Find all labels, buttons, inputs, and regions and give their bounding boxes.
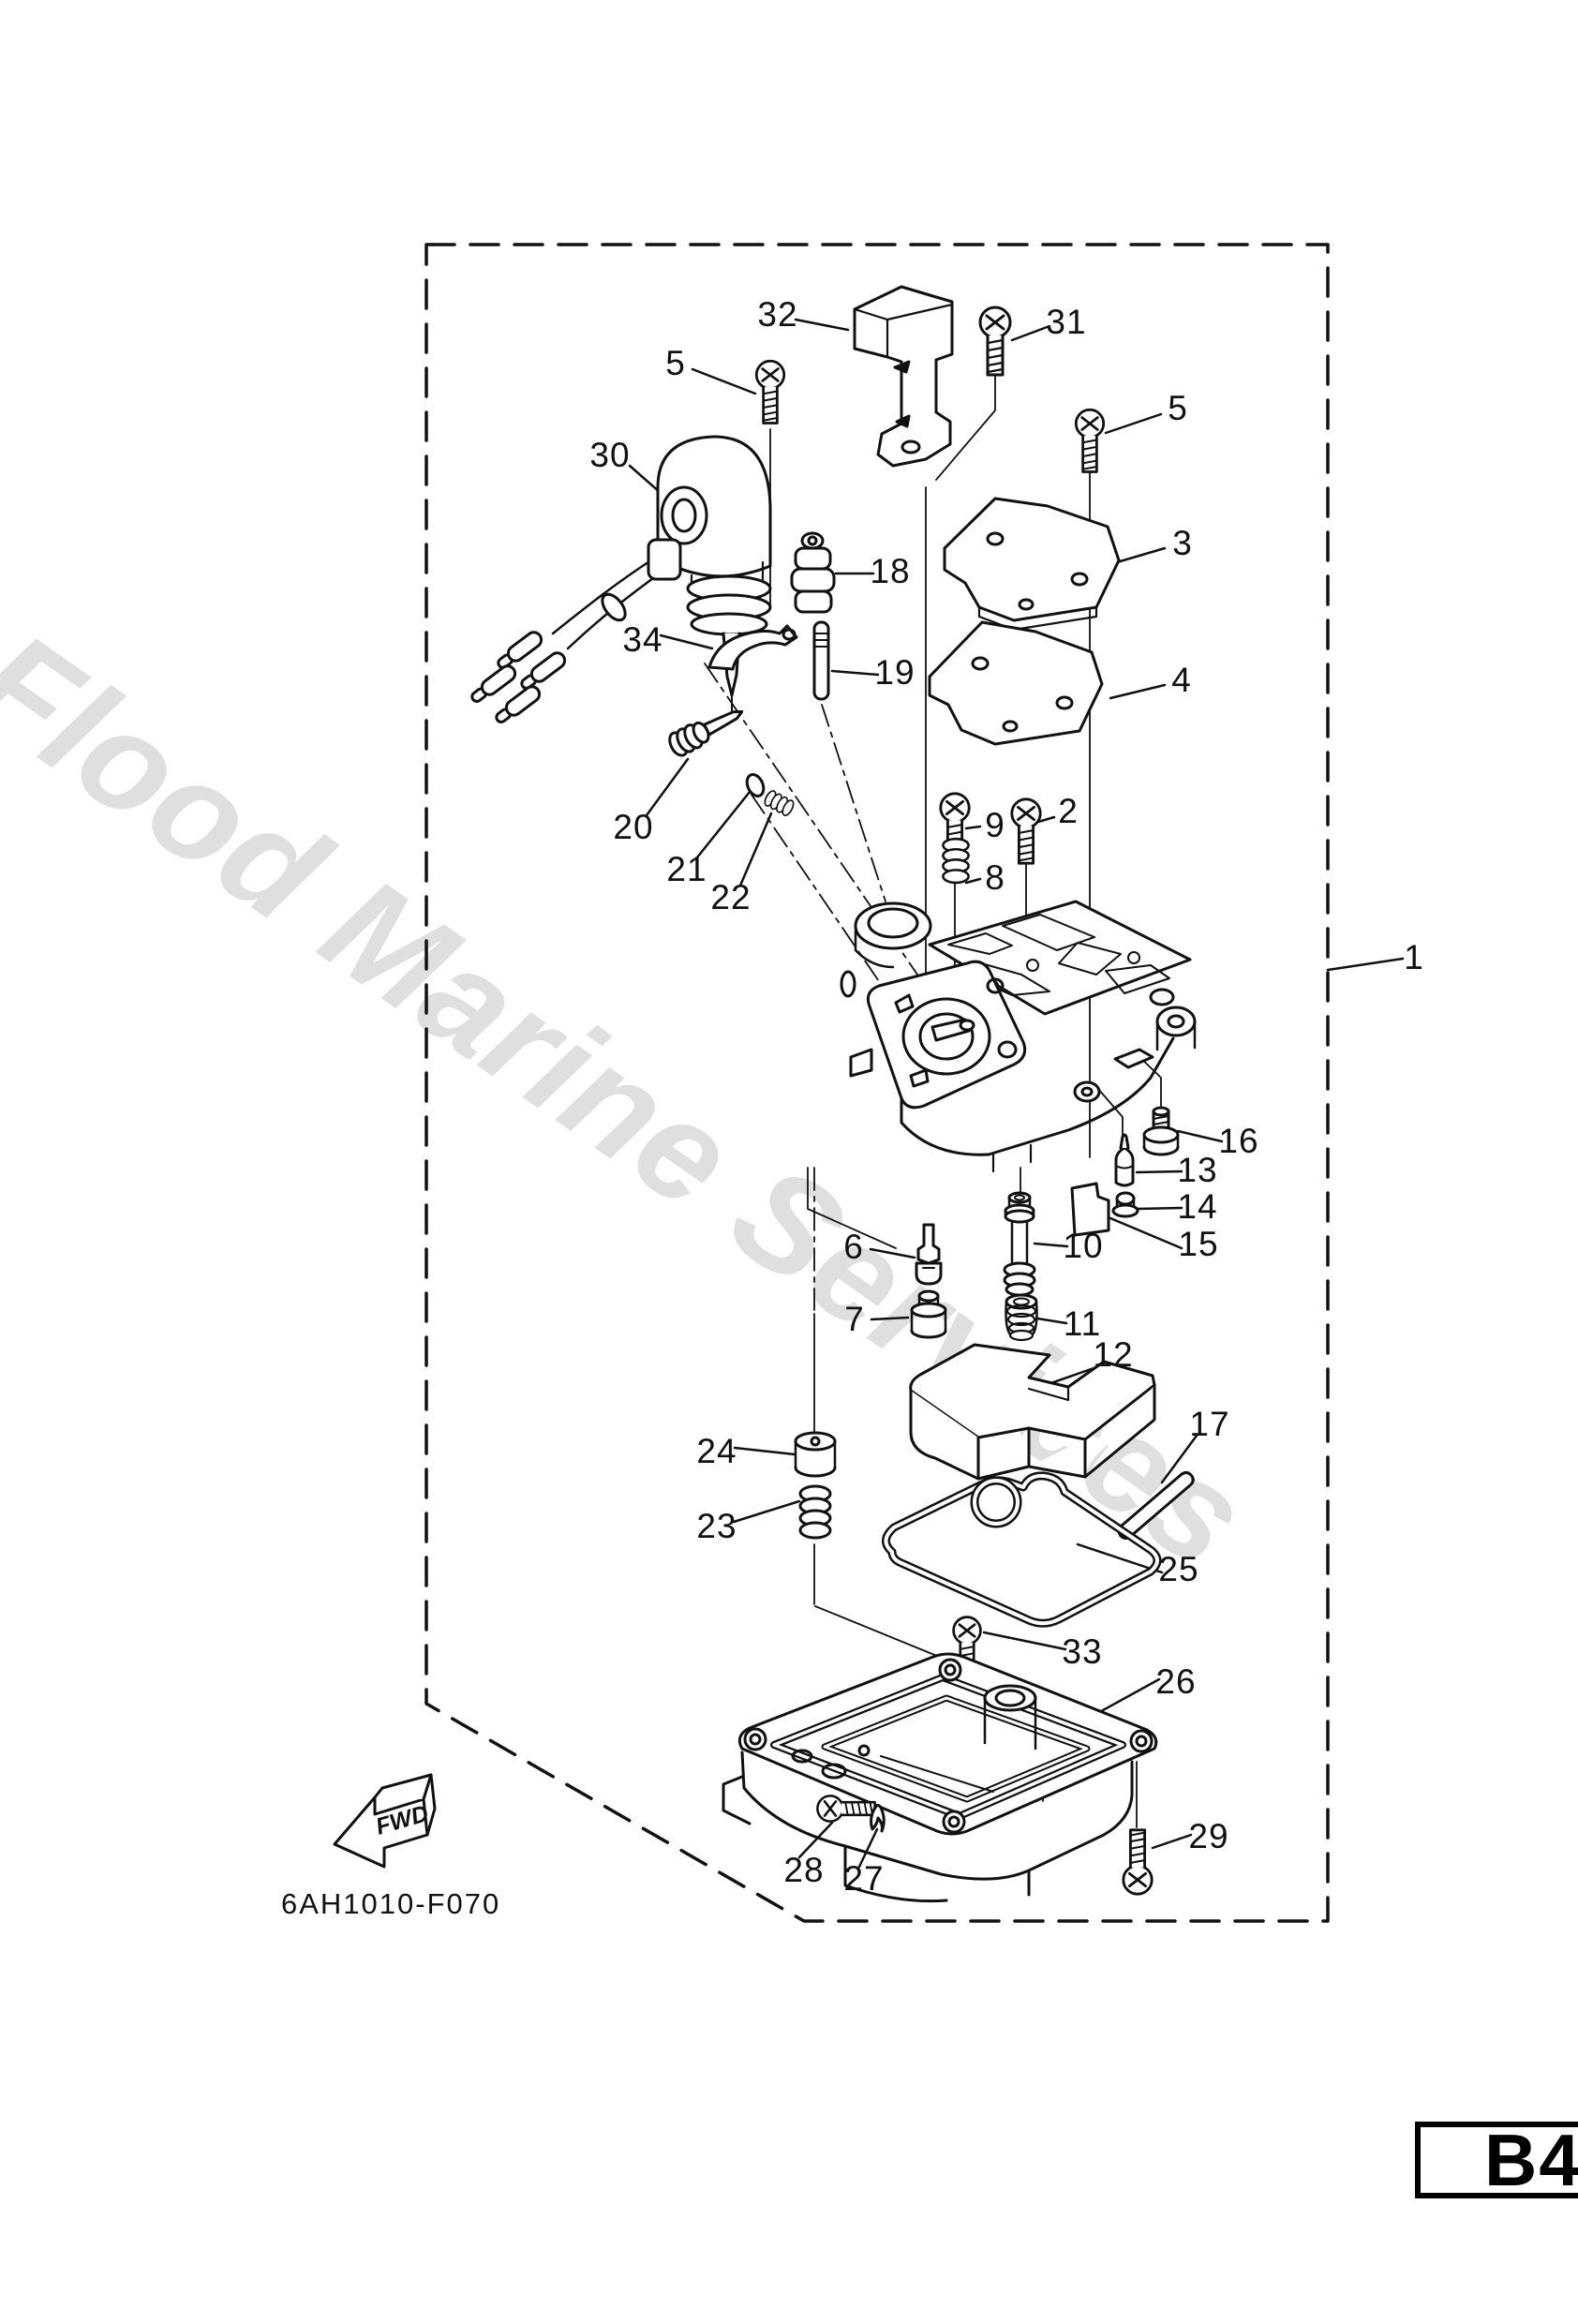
- callout-27: 27: [843, 1859, 885, 1898]
- callout-18: 18: [870, 552, 911, 590]
- part-float: [909, 1343, 1156, 1481]
- part-float-chamber: [722, 1652, 1158, 1903]
- callout-7: 7: [844, 1300, 865, 1338]
- callout-30: 30: [589, 436, 631, 474]
- callout-28: 28: [783, 1851, 825, 1889]
- callout-21: 21: [666, 850, 707, 888]
- part-plunger-24: [794, 1431, 837, 1478]
- part-jet-16: [1142, 1106, 1180, 1156]
- callout-29: 29: [1188, 1817, 1229, 1855]
- part-clip-hook: [707, 624, 798, 671]
- page-ref-box: B4: [1415, 2122, 1578, 2198]
- callout-31: 31: [1046, 303, 1087, 341]
- callout-5b: 5: [1168, 389, 1188, 427]
- part-jet-14: [1111, 1191, 1139, 1218]
- callout-34: 34: [622, 620, 663, 659]
- callout-4: 4: [1171, 661, 1192, 699]
- part-o-ring: [745, 773, 766, 797]
- callout-15: 15: [1178, 1225, 1219, 1263]
- callout-5a: 5: [665, 344, 686, 382]
- callout-23: 23: [696, 1507, 737, 1545]
- callout-6: 6: [843, 1228, 864, 1266]
- callout-32: 32: [757, 295, 798, 334]
- callout-9: 9: [985, 806, 1005, 844]
- axis-lines: [704, 374, 1162, 1828]
- callout-2: 2: [1058, 792, 1079, 830]
- part-bracket: [853, 285, 954, 468]
- callout-19: 19: [874, 653, 916, 692]
- part-needle-valve: [915, 1223, 943, 1286]
- callout-3: 3: [1172, 524, 1193, 562]
- callout-16: 16: [1218, 1122, 1259, 1160]
- part-top-gasket: [928, 620, 1104, 746]
- part-pin: [812, 620, 830, 701]
- part-rubber-damper: [790, 531, 836, 614]
- callout-24: 24: [696, 1432, 737, 1470]
- part-main-jet: [1005, 1293, 1038, 1342]
- page-ref-label: B4: [1484, 2119, 1578, 2201]
- callout-12: 12: [1093, 1335, 1134, 1374]
- callout-13: 13: [1177, 1151, 1218, 1189]
- drawing-code: 6AH1010-F070: [281, 1887, 501, 1920]
- part-pilot-screw: [668, 709, 744, 757]
- callout-11: 11: [1063, 1304, 1102, 1343]
- part-bowl-gasket: [882, 1471, 1162, 1628]
- leader-lines: [628, 318, 1405, 1869]
- part-needle-jet-13: [1114, 1133, 1135, 1187]
- part-plate-15: [1070, 1182, 1110, 1237]
- callout-17: 17: [1189, 1405, 1230, 1443]
- callout-1: 1: [1404, 938, 1424, 976]
- callout-14: 14: [1177, 1187, 1218, 1226]
- callout-8: 8: [985, 858, 1005, 897]
- callout-25: 25: [1158, 1550, 1199, 1588]
- callout-10: 10: [1063, 1227, 1104, 1265]
- part-solenoid: [470, 435, 772, 723]
- part-cover-plate: [943, 497, 1121, 632]
- callout-26: 26: [1155, 1662, 1197, 1701]
- callout-20: 20: [613, 808, 654, 846]
- part-clip-27: [870, 1804, 886, 1833]
- part-main-nozzle: [1003, 1191, 1036, 1297]
- callout-22: 22: [710, 878, 752, 916]
- part-carburetor-body: [840, 900, 1197, 1173]
- assembly-boundary-dashed-box: [424, 243, 1330, 1923]
- callout-33: 33: [1062, 1632, 1103, 1671]
- part-plug-7: [910, 1289, 947, 1339]
